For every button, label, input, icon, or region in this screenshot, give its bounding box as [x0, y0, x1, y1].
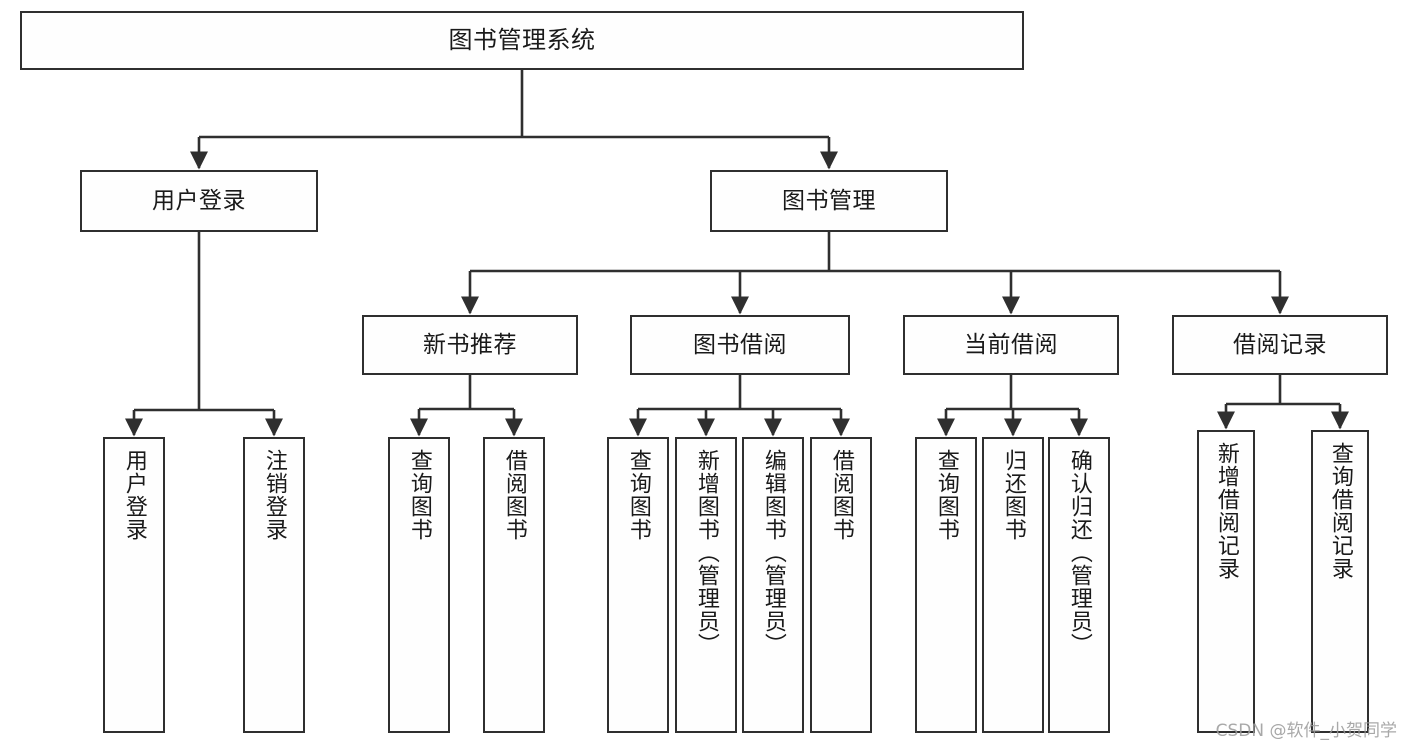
node-user-logout[interactable]: 注销登录 — [243, 437, 305, 733]
node-current-borrow[interactable]: 当前借阅 — [903, 315, 1119, 375]
node-label: 用户登录 — [121, 449, 147, 541]
node-user-login[interactable]: 用户登录 — [80, 170, 318, 232]
node-book-borrow[interactable]: 图书借阅 — [630, 315, 850, 375]
node-borrow-edit-book[interactable]: 编辑图书（管理员） — [742, 437, 804, 733]
node-label: 图书管理 — [782, 187, 876, 214]
node-label: 借阅图书 — [828, 449, 854, 541]
node-label: 新增图书（管理员） — [693, 449, 719, 656]
node-label: 当前借阅 — [964, 331, 1058, 358]
node-label: 归还图书 — [1000, 449, 1026, 541]
node-label: 查询图书 — [933, 449, 959, 541]
node-label: 借阅图书 — [501, 449, 527, 541]
node-label: 注销登录 — [261, 449, 287, 541]
node-label: 查询借阅记录 — [1327, 442, 1353, 580]
node-record-add[interactable]: 新增借阅记录 — [1197, 430, 1255, 733]
node-label: 新书推荐 — [423, 331, 517, 358]
node-label: 编辑图书（管理员） — [760, 449, 786, 656]
node-label: 用户登录 — [152, 187, 246, 214]
node-current-query-book[interactable]: 查询图书 — [915, 437, 977, 733]
node-label: 确认归还（管理员） — [1066, 449, 1092, 656]
node-label: 图书管理系统 — [448, 25, 596, 54]
node-root-system[interactable]: 图书管理系统 — [20, 11, 1024, 70]
node-label: 查询图书 — [625, 449, 651, 541]
node-borrow-add-book[interactable]: 新增图书（管理员） — [675, 437, 737, 733]
node-user-login-do[interactable]: 用户登录 — [103, 437, 165, 733]
node-new-book-recommend[interactable]: 新书推荐 — [362, 315, 578, 375]
node-recommend-borrow-book[interactable]: 借阅图书 — [483, 437, 545, 733]
watermark-text: CSDN @软件_小贺同学 — [1215, 721, 1397, 741]
node-label: 新增借阅记录 — [1213, 442, 1239, 580]
node-borrow-query-book[interactable]: 查询图书 — [607, 437, 669, 733]
node-borrow-records[interactable]: 借阅记录 — [1172, 315, 1388, 375]
node-label: 查询图书 — [406, 449, 432, 541]
node-borrow-borrow-book[interactable]: 借阅图书 — [810, 437, 872, 733]
node-book-management[interactable]: 图书管理 — [710, 170, 948, 232]
node-record-query[interactable]: 查询借阅记录 — [1311, 430, 1369, 733]
node-label: 图书借阅 — [693, 331, 787, 358]
node-current-return-book[interactable]: 归还图书 — [982, 437, 1044, 733]
node-label: 借阅记录 — [1233, 331, 1327, 358]
node-recommend-query-book[interactable]: 查询图书 — [388, 437, 450, 733]
node-current-confirm-return[interactable]: 确认归还（管理员） — [1048, 437, 1110, 733]
